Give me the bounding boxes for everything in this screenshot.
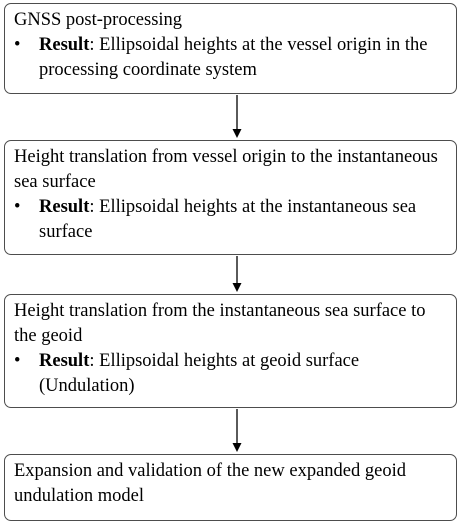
step-2-box: Height translation from vessel origin to… (4, 140, 457, 255)
arrow-down-icon (231, 409, 243, 452)
arrow-down-icon (231, 95, 243, 138)
bullet-icon: • (14, 197, 21, 217)
step-3-box: Height translation from the instantaneou… (4, 294, 457, 408)
step-4-box: Expansion and validation of the new expa… (4, 454, 457, 521)
step-1-result-label: Result (39, 35, 90, 55)
step-2-title: Height translation from vessel origin to… (14, 147, 438, 192)
step-3-result-separator: : (89, 351, 95, 371)
step-1-result-separator: : (89, 35, 95, 55)
bullet-icon: • (14, 35, 21, 55)
step-1-box: GNSS post-processing • Result: Ellipsoid… (4, 3, 457, 94)
bullet-icon: • (14, 351, 21, 371)
step-1-result: • Result: Ellipsoidal heights at the ves… (14, 33, 448, 83)
step-2-result-separator: : (89, 197, 95, 217)
step-1-title: GNSS post-processing (14, 10, 183, 30)
arrow-down-icon (231, 256, 243, 292)
step-3-result: • Result: Ellipsoidal heights at geoid s… (14, 349, 448, 399)
step-2-result-label: Result (39, 197, 90, 217)
step-4-title: Expansion and validation of the new expa… (14, 461, 406, 506)
step-2-result-text: Ellipsoidal heights at the instantaneous… (39, 197, 417, 242)
step-3-title: Height translation from the instantaneou… (14, 301, 426, 346)
step-3-result-text: Ellipsoidal heights at geoid surface (Un… (39, 351, 360, 396)
step-2-result: • Result: Ellipsoidal heights at the ins… (14, 195, 448, 245)
step-3-result-label: Result (39, 351, 90, 371)
step-1-result-text: Ellipsoidal heights at the vessel origin… (39, 35, 428, 80)
